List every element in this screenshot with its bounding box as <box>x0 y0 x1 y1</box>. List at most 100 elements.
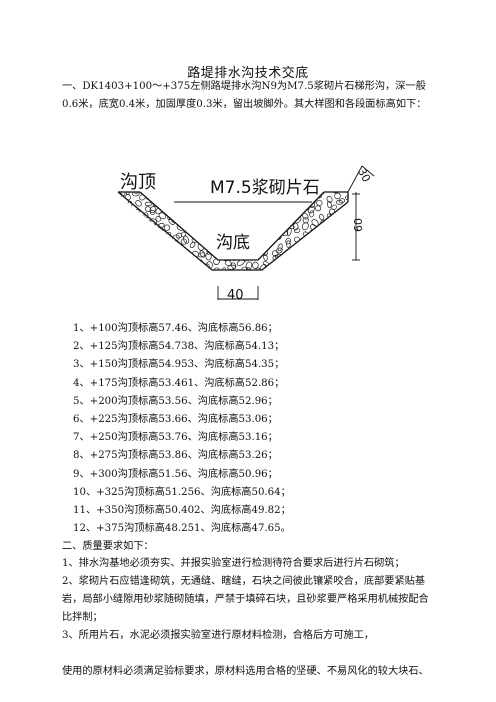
list-item: 3、+150沟顶标高54.953、沟底标高54.35； <box>73 359 285 371</box>
stone-mark <box>142 236 149 243</box>
stone-mark <box>166 204 173 211</box>
stone-mark <box>309 240 316 249</box>
stone-mark <box>134 214 142 222</box>
stone-mark <box>267 224 275 233</box>
stone-mark <box>309 248 316 255</box>
stone-mark <box>183 214 190 221</box>
stone-mark <box>302 246 309 255</box>
stone-mark <box>262 237 269 244</box>
list-item: 7、+250沟顶标高53.76、沟底标高53.16； <box>73 432 278 444</box>
stone-mark <box>321 262 327 269</box>
stone-mark <box>112 262 114 269</box>
stone-mark <box>255 217 262 224</box>
stone-mark <box>333 247 340 254</box>
stone-mark <box>131 246 140 252</box>
stone-mark <box>118 257 123 266</box>
stone-mark <box>118 220 126 228</box>
ditch-outline <box>117 191 349 271</box>
stone-mark <box>269 204 276 213</box>
stone-mark <box>174 248 182 256</box>
stone-mark <box>341 245 347 255</box>
stone-mark <box>155 215 162 222</box>
intro-paragraph: 一、DK1403+100～+375左侧路堤排水沟N9为M7.5浆砌片石梯形沟，深… <box>62 81 427 110</box>
stone-mark <box>272 261 279 267</box>
stone-mark <box>242 222 250 228</box>
stone-mark <box>216 226 223 232</box>
stone-mark <box>327 200 332 209</box>
stone-mark <box>198 194 204 201</box>
stone-mark <box>167 268 173 270</box>
stone-mark <box>316 199 323 206</box>
stone-mark <box>118 218 122 225</box>
stone-mark <box>189 204 196 211</box>
stone-mark <box>320 249 327 256</box>
stone-mark <box>287 210 293 219</box>
stone-mark <box>293 250 298 258</box>
stone-mark <box>223 200 230 206</box>
dimension-depth-label: 60 <box>352 218 365 232</box>
stone-mark <box>285 237 291 245</box>
stone-mark <box>342 216 348 222</box>
stone-mark <box>272 229 282 236</box>
stone-mark <box>315 229 322 235</box>
list-item: 5、+200沟顶标高53.56、沟底标高52.96； <box>73 395 278 407</box>
stone-mark <box>292 258 300 265</box>
stone-mark <box>157 193 165 202</box>
stone-mark <box>171 263 179 270</box>
stone-mark <box>190 227 197 234</box>
stone-mark <box>282 258 289 265</box>
stone-mark <box>118 263 124 270</box>
label-ditch-top: 沟顶 <box>120 172 156 193</box>
stone-mark <box>281 225 288 231</box>
list-item: 9、+300沟顶标高51.56、沟底标高50.96； <box>73 468 278 480</box>
stone-mark <box>148 240 154 246</box>
stone-mark <box>187 253 195 261</box>
stone-mark <box>286 227 292 237</box>
stone-mark <box>277 262 287 268</box>
stone-mark <box>112 233 116 240</box>
stone-mark <box>205 252 212 261</box>
stone-mark <box>133 224 140 233</box>
stone-mark <box>141 263 148 270</box>
stone-mark <box>331 204 337 210</box>
stone-mark <box>205 219 212 225</box>
stone-mark <box>308 251 314 258</box>
stone-mark <box>211 205 218 213</box>
stone-mark <box>276 206 284 213</box>
stone-mark <box>188 220 195 228</box>
stone-mark <box>335 268 341 270</box>
stone-mark <box>200 226 207 233</box>
stone-mark <box>252 209 261 216</box>
stone-mark <box>125 212 131 219</box>
stone-mark <box>157 257 165 262</box>
stone-mark <box>251 241 259 249</box>
stone-mark <box>165 193 171 202</box>
stone-mark <box>112 203 116 210</box>
stone-mark <box>129 232 136 239</box>
stone-mark <box>112 253 115 260</box>
stone-mark <box>142 255 147 261</box>
stone-mark <box>292 222 299 231</box>
stone-mark <box>144 201 152 207</box>
stone-mark <box>189 192 197 197</box>
stone-mark <box>328 243 335 249</box>
stone-mark <box>181 200 188 207</box>
stone-mark <box>165 192 172 193</box>
list-item: 6、+225沟顶标高53.66、沟底标高53.06； <box>73 414 278 426</box>
section-heading-quality: 二、质量要求如下： <box>62 541 154 552</box>
stone-mark <box>157 234 164 242</box>
stone-mark <box>260 197 267 205</box>
stone-mark <box>277 243 283 252</box>
stone-mark <box>188 198 194 205</box>
stone-mark <box>135 262 142 269</box>
stone-mark <box>178 252 186 260</box>
stone-mark <box>198 268 205 270</box>
stone-mark <box>175 212 182 220</box>
stone-mark <box>317 253 324 258</box>
stone-mark <box>112 210 115 218</box>
stone-mark <box>278 265 284 270</box>
stone-mark <box>285 205 291 212</box>
dimension-width <box>217 286 259 300</box>
stone-mark <box>134 209 140 215</box>
stone-mark <box>301 222 309 231</box>
